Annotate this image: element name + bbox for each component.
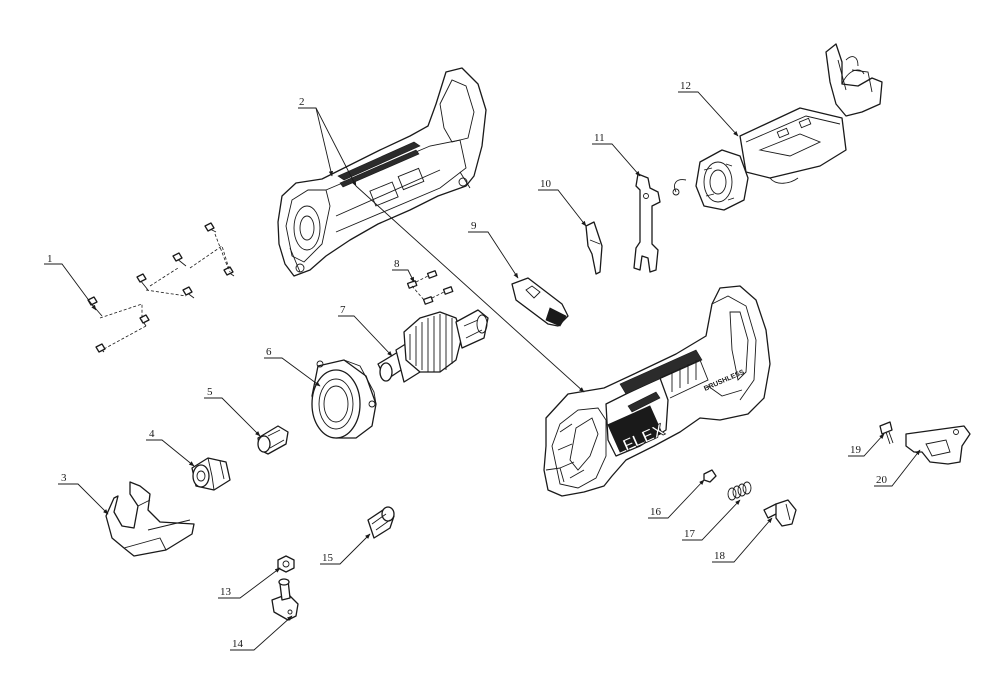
callout-11: 11 [594, 132, 605, 144]
callout-8: 8 [394, 258, 400, 270]
sleeve-part [367, 506, 395, 539]
metal-plate-part [633, 173, 661, 273]
callout-18: 18 [714, 550, 726, 562]
callout-9: 9 [471, 220, 477, 232]
callouts: 1 2 3 4 5 6 7 8 9 10 11 12 13 14 15 16 [44, 80, 921, 651]
callout-7: 7 [340, 304, 346, 316]
hook-screw-part [879, 421, 894, 445]
callout-12: 12 [680, 80, 691, 92]
callout-14: 14 [232, 638, 244, 650]
front-bearing-housing-part [311, 359, 377, 439]
callout-10: 10 [540, 178, 552, 190]
switch-button-part [511, 277, 569, 327]
callout-2: 2 [299, 96, 305, 108]
callout-1: 1 [47, 253, 53, 265]
lock-button-part [763, 499, 797, 527]
motor-switch-assembly-part [672, 43, 883, 211]
pins-part [406, 270, 454, 305]
callout-3: 3 [61, 472, 67, 484]
front-bracket-part [105, 481, 195, 557]
callout-15: 15 [322, 552, 334, 564]
collet-part [257, 425, 289, 455]
callout-5: 5 [207, 386, 213, 398]
rotor-armature-part [377, 309, 489, 383]
callout-19: 19 [850, 444, 862, 456]
callout-16: 16 [650, 506, 662, 518]
spindle-lock-part [271, 578, 299, 621]
screws-part [87, 222, 235, 353]
small-clip-part [703, 469, 717, 483]
callout-13: 13 [220, 586, 232, 598]
belt-hook-part [905, 425, 971, 465]
small-nut-part [277, 555, 295, 573]
callout-6: 6 [266, 346, 272, 358]
spring-clip-part [585, 221, 603, 275]
callout-17: 17 [684, 528, 696, 540]
housing-half-part [277, 67, 487, 277]
assembled-housing: FLEX BRUSHLESS [543, 285, 771, 497]
spring-part [727, 481, 752, 501]
callout-4: 4 [149, 428, 155, 440]
collet-nut-part [191, 457, 231, 491]
callout-20: 20 [876, 474, 888, 486]
